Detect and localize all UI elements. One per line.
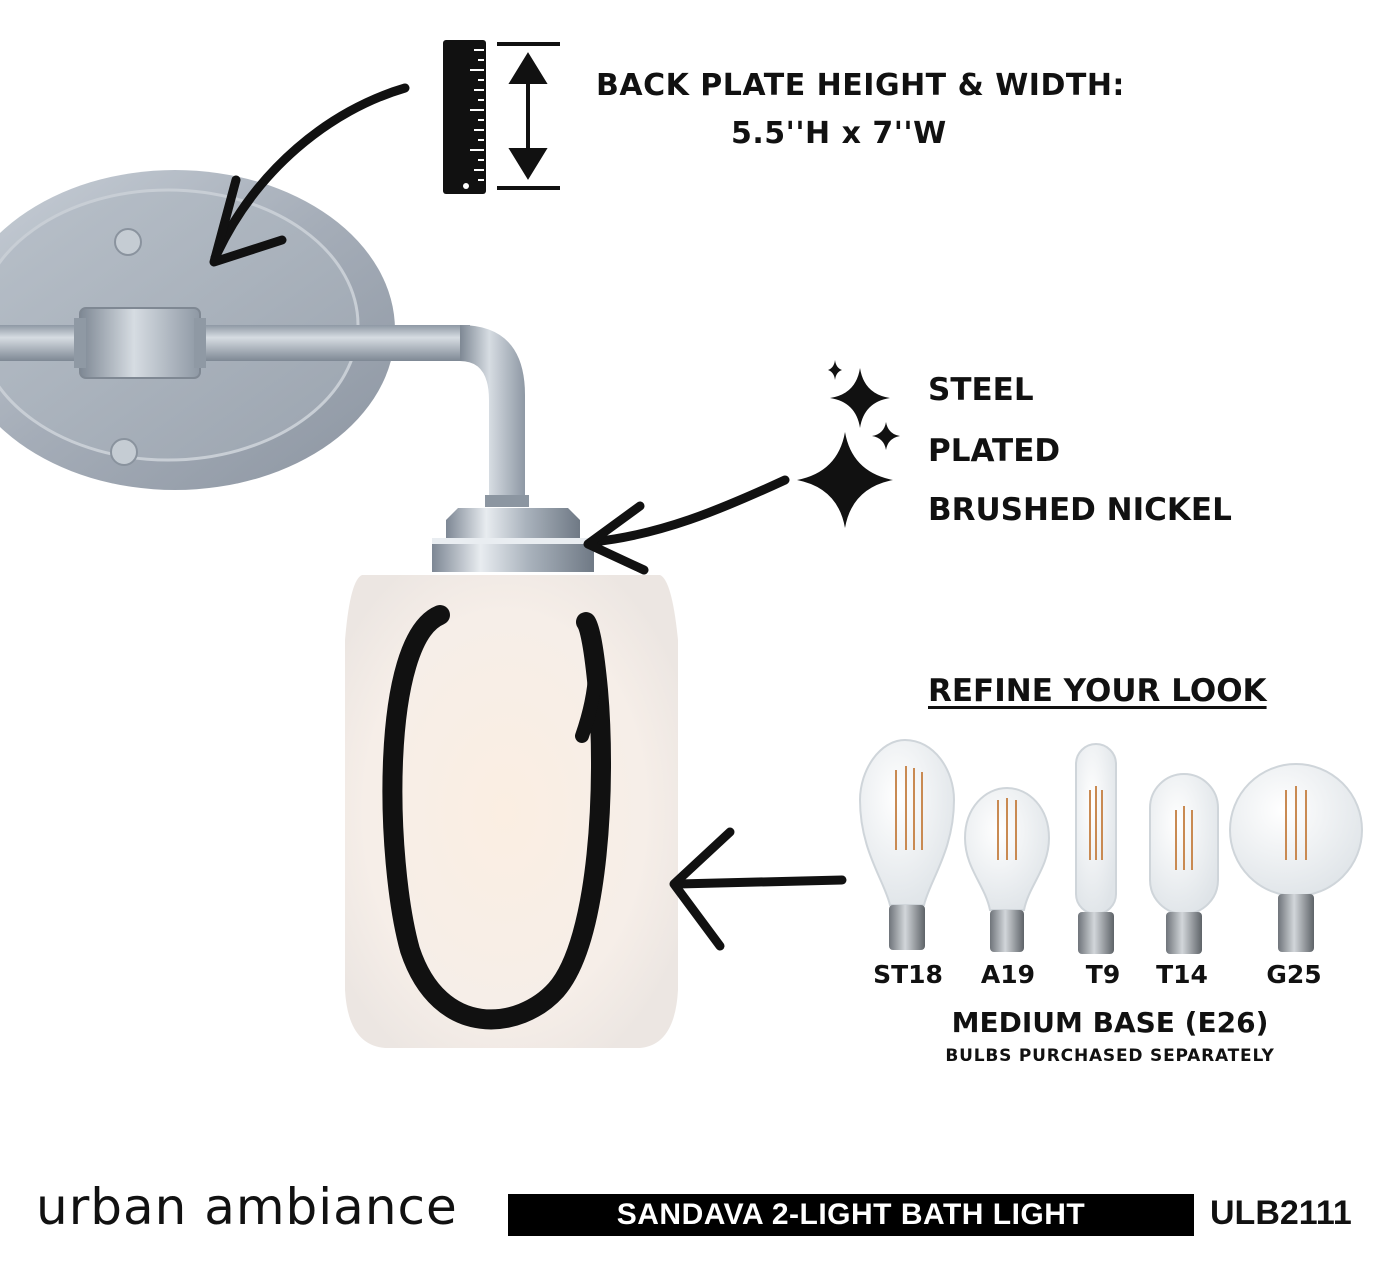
bulb-label-t9: T9 bbox=[1085, 960, 1121, 989]
bulbs-separate-note: BULBS PURCHASED SEPARATELY bbox=[945, 1046, 1275, 1066]
backplate-dimensions: 5.5''H x 7''W bbox=[731, 116, 947, 151]
material-steel: STEEL bbox=[928, 372, 1034, 408]
socket-cup bbox=[432, 508, 594, 572]
material-finish: BRUSHED NICKEL bbox=[928, 492, 1232, 528]
bulb-st18-image bbox=[858, 738, 956, 950]
ruler-icon bbox=[443, 40, 486, 194]
bulb-label-t14: T14 bbox=[1156, 960, 1208, 989]
bulb-a19-image bbox=[963, 786, 1051, 952]
backplate-size-heading: BACK PLATE HEIGHT & WIDTH: bbox=[596, 68, 1125, 103]
brand-logo-text: urban ambiance bbox=[36, 1178, 458, 1236]
bulb-label-a19: A19 bbox=[980, 960, 1036, 989]
bulb-t9-image bbox=[1075, 743, 1117, 954]
bulb-t14-image bbox=[1149, 773, 1219, 954]
shade-arrow-icon bbox=[669, 827, 847, 951]
monogram-letter bbox=[382, 605, 611, 1030]
height-arrow-icon bbox=[497, 42, 560, 190]
product-sku: ULB2111 bbox=[1210, 1194, 1352, 1232]
bulb-label-st18: ST18 bbox=[873, 960, 943, 989]
sparkle-icon bbox=[797, 360, 900, 528]
socket-arrow-icon bbox=[583, 475, 790, 575]
bulb-g25-image bbox=[1229, 763, 1363, 952]
fixture-arm bbox=[0, 307, 529, 507]
bulb-label-g25: G25 bbox=[1266, 960, 1322, 989]
product-name-bar: SANDAVA 2-LIGHT BATH LIGHT bbox=[508, 1194, 1194, 1236]
product-name: SANDAVA 2-LIGHT BATH LIGHT bbox=[616, 1198, 1086, 1231]
backplate-arrow-icon bbox=[209, 83, 410, 267]
refine-heading: REFINE YOUR LOOK bbox=[928, 673, 1267, 709]
material-plated: PLATED bbox=[928, 433, 1061, 469]
base-type-title: MEDIUM BASE (E26) bbox=[951, 1006, 1269, 1039]
